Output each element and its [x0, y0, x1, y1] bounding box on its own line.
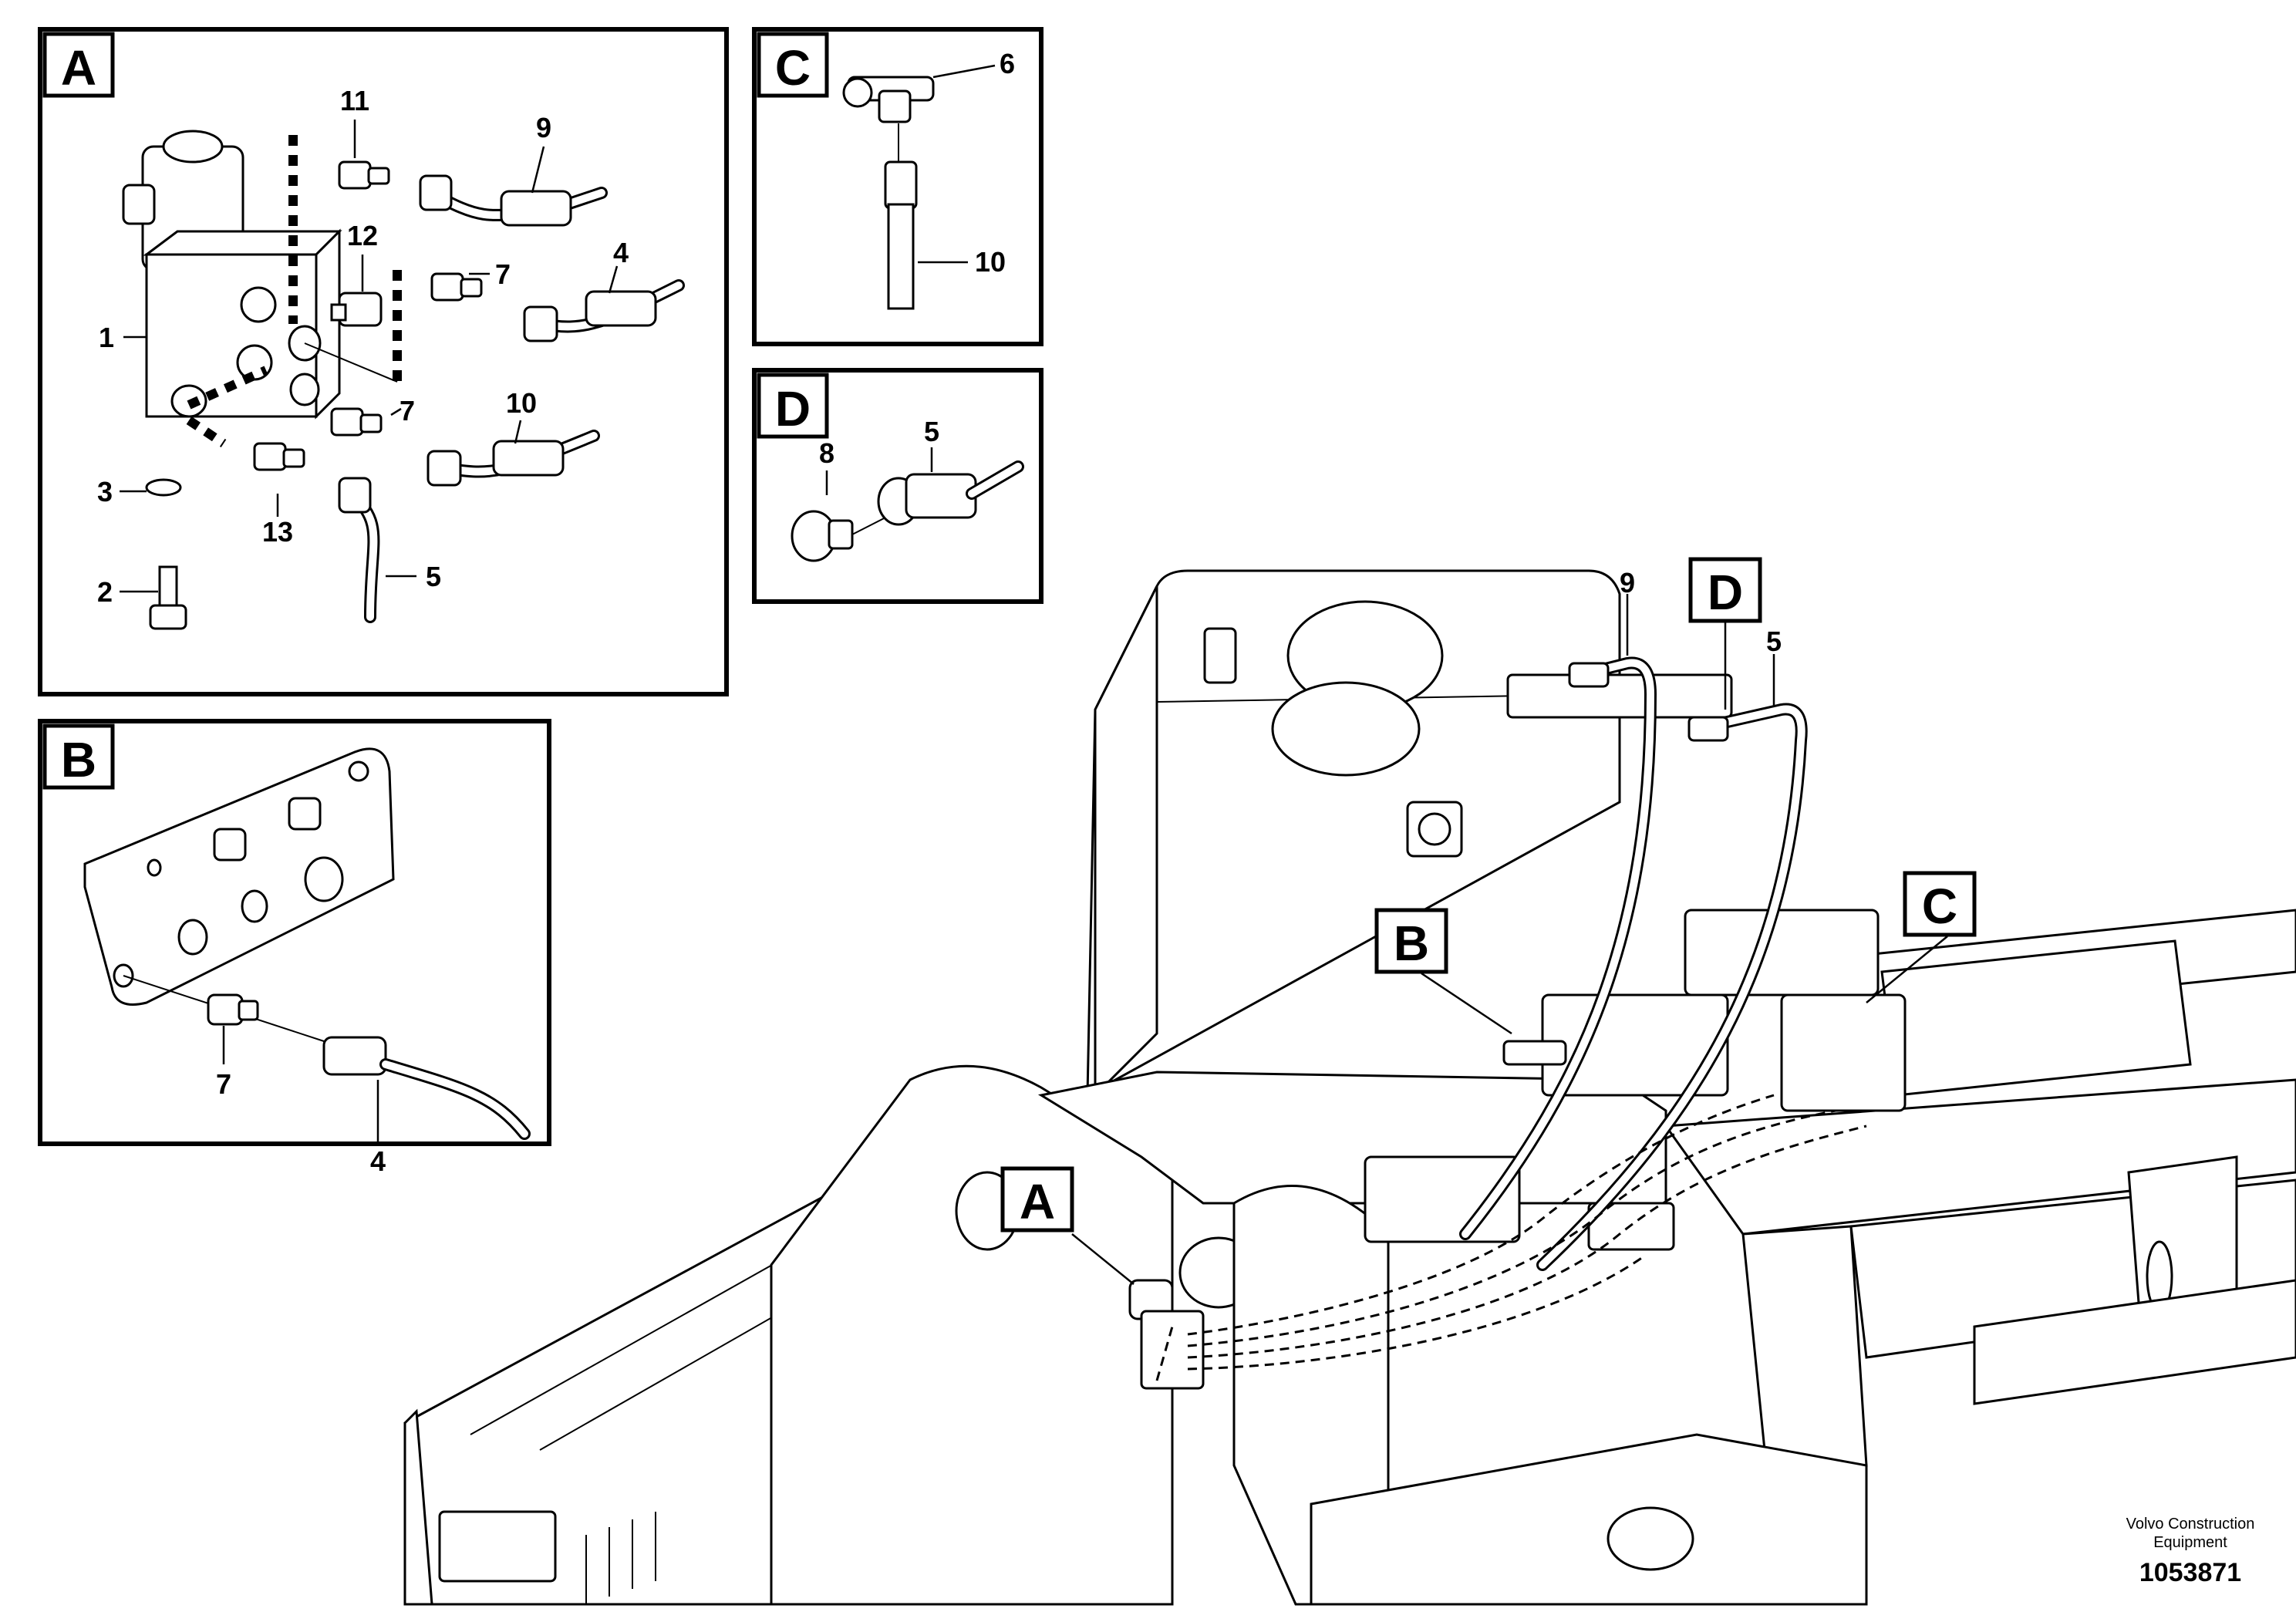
- pointer-a: A: [1020, 1174, 1055, 1229]
- callout-a-7-upper: 7: [495, 258, 511, 290]
- callout-a-9: 9: [536, 112, 551, 143]
- detail-view-c: C 6 10: [752, 27, 1043, 346]
- plug-12: [330, 292, 383, 327]
- callout-a-2: 2: [97, 576, 113, 608]
- washer-3: [145, 478, 182, 497]
- view-d-tag: D: [775, 381, 811, 437]
- bolt-2: [149, 565, 187, 630]
- callout-d-5: 5: [924, 416, 939, 447]
- mounting-plate: [83, 747, 395, 1006]
- callout-a-1: 1: [99, 322, 114, 353]
- dashed-routing: [1187, 1094, 1775, 1336]
- brand-line-1: Volvo Construction: [2126, 1516, 2255, 1533]
- callout-c-10: 10: [975, 246, 1006, 278]
- detail-view-b: B 7 4: [38, 719, 551, 1177]
- adapter-8: [791, 510, 854, 562]
- callout-a-5: 5: [426, 561, 441, 592]
- upper-frame: [403, 909, 2296, 1606]
- footer: Volvo Construction Equipment 1053871: [2126, 1516, 2255, 1587]
- drawing-number: 1053871: [2139, 1558, 2241, 1587]
- fitting-11: [338, 160, 390, 190]
- fitting-7: [207, 993, 259, 1026]
- callout-a-10: 10: [506, 387, 537, 419]
- pointer-b: B: [1394, 916, 1429, 971]
- main-assembly: A B C D 9 5: [403, 557, 2296, 1606]
- callout-a-4: 4: [613, 237, 629, 268]
- callout-a-3: 3: [97, 476, 113, 508]
- hydraulic-tank: [1086, 569, 1621, 1098]
- callout-b-4: 4: [370, 1145, 386, 1177]
- hose-4: [322, 1036, 531, 1140]
- callout-a-11: 11: [340, 85, 369, 116]
- view-c-tag: C: [775, 40, 811, 96]
- detail-view-d: D 8 5: [752, 368, 1043, 604]
- callout-a-7-lower: 7: [400, 395, 415, 427]
- hose-end-5: [877, 460, 1024, 526]
- callout-a-12: 12: [347, 220, 378, 251]
- control-valve: [1364, 673, 1907, 1251]
- detail-view-a: A: [38, 27, 729, 696]
- callout-a-13: 13: [262, 516, 293, 548]
- callout-main-9: 9: [1620, 567, 1635, 599]
- tee-fitting-6: [842, 76, 935, 123]
- callout-d-8: 8: [819, 437, 834, 469]
- callout-b-7: 7: [216, 1068, 231, 1100]
- pointer-d: D: [1708, 565, 1743, 620]
- pointer-c: C: [1922, 878, 1957, 934]
- view-b-tag: B: [61, 732, 96, 787]
- callout-c-6: 6: [1000, 48, 1015, 79]
- callout-main-5: 5: [1766, 626, 1782, 657]
- view-a-tag: A: [61, 40, 96, 96]
- valve-block-drawing: [122, 130, 342, 420]
- brand-line-2: Equipment: [2153, 1534, 2227, 1551]
